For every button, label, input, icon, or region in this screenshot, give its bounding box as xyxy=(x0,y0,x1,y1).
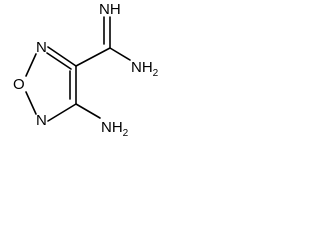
atom-o: O xyxy=(13,76,25,93)
bond-c4-to-n-bottom xyxy=(47,103,77,122)
atom-amidine-nh2-subscript: 2 xyxy=(153,68,159,79)
atom-amino-nh2-main: NH xyxy=(101,119,123,136)
atom-imine-nh: NH xyxy=(99,1,121,18)
bond-amidine-c-to-nh2 xyxy=(109,47,131,61)
structure-diagram: N O N NH NH2 NH2 xyxy=(13,1,159,139)
atom-n-top: N xyxy=(36,39,47,56)
bond-n-top-to-c3-double xyxy=(46,52,72,70)
bond-c3-to-amidine-c xyxy=(75,47,111,67)
atom-n-bottom: N xyxy=(36,112,47,129)
bond-c4-to-amino xyxy=(75,103,101,119)
atom-amino-nh2-subscript: 2 xyxy=(123,128,129,139)
bond-n-bottom-to-o xyxy=(25,91,37,115)
atom-amidine-nh2: NH2 xyxy=(131,59,159,79)
bond-o-to-n-top xyxy=(25,53,37,77)
atom-amidine-nh2-main: NH xyxy=(131,59,153,76)
atom-amino-nh2: NH2 xyxy=(101,119,129,139)
bond-n-top-to-c3 xyxy=(47,46,77,67)
